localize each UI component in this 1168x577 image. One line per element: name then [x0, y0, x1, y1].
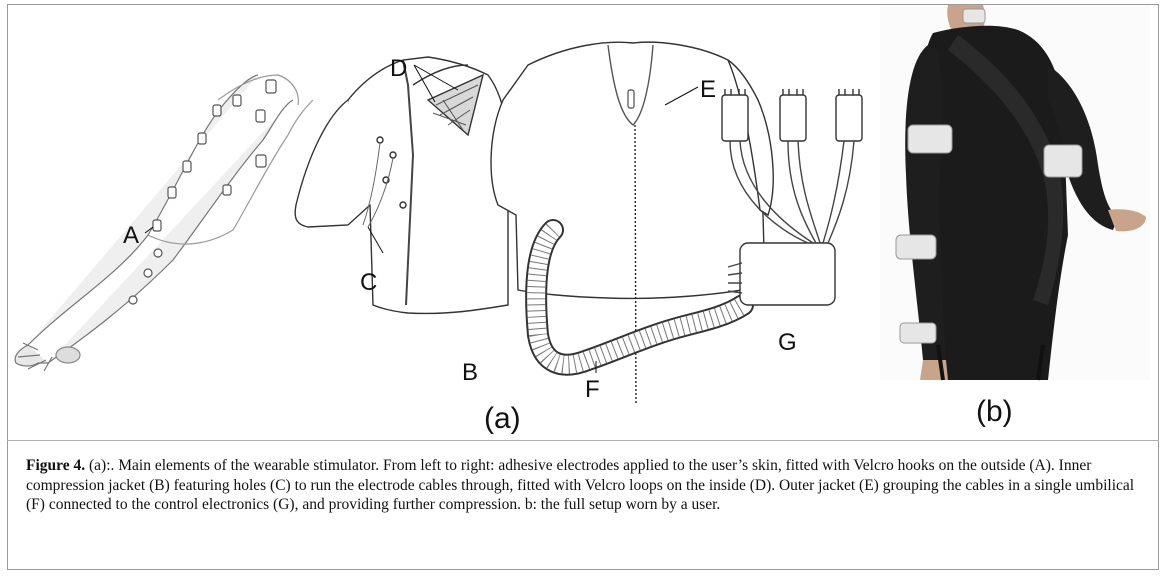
panel-label-a: (a) [484, 402, 521, 435]
callout-C: C [360, 269, 377, 296]
caption-divider [7, 440, 1159, 441]
user-wearing-setup-photo [880, 5, 1150, 380]
callout-E: E [700, 76, 716, 103]
figure-caption: Figure 4. (a):. Main elements of the wea… [26, 456, 1142, 515]
inner-jacket-drawing [295, 57, 508, 313]
panel-label-b: (b) [976, 395, 1013, 428]
callout-G: G [778, 329, 797, 356]
caption-label: Figure 4. [26, 457, 85, 474]
caption-text: (a):. Main elements of the wearable stim… [26, 457, 1134, 513]
callout-A: A [123, 222, 139, 249]
callout-B: B [462, 359, 478, 386]
figure-4-illustration: A D C B E [8, 5, 1158, 439]
callout-F: F [585, 376, 600, 403]
figure-drawing: A D C B E [8, 5, 1158, 439]
arm-with-electrodes-drawing [15, 75, 313, 371]
callout-D: D [390, 55, 407, 82]
